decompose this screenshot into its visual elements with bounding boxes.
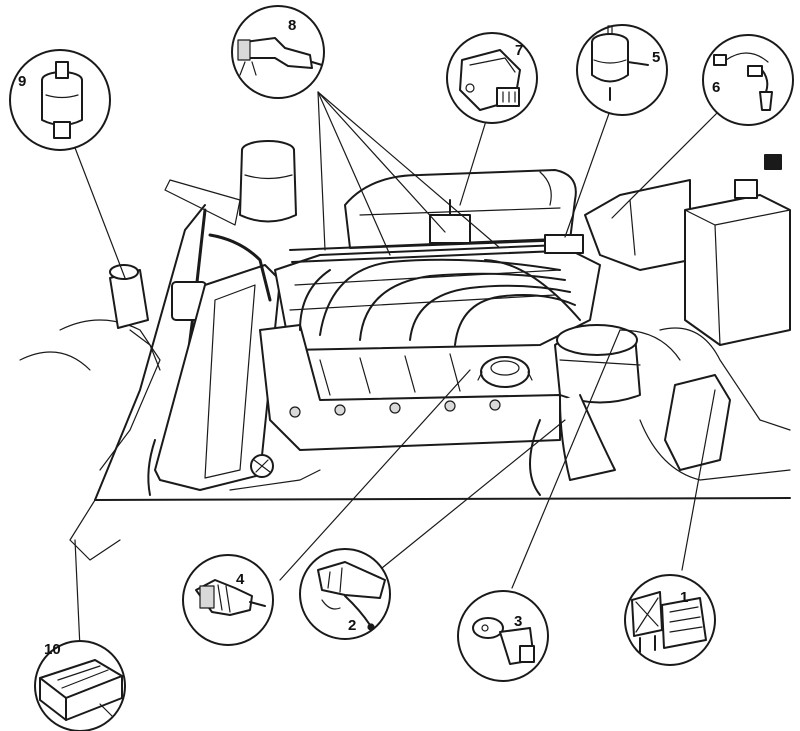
- intake-plenum: [344, 169, 691, 271]
- callout-5: 5: [576, 24, 668, 116]
- callout-9: 9: [9, 49, 111, 151]
- distributor: [554, 324, 681, 481]
- oil-pressure-switch-installed: [109, 264, 161, 371]
- callout-10: 10: [34, 640, 126, 731]
- callout-7: 7: [446, 32, 538, 124]
- ignition-leads: [299, 258, 581, 346]
- engine-bay-illustration: [19, 140, 791, 561]
- callout-6: 6: [702, 34, 794, 126]
- callout-7-label: 7: [515, 42, 523, 59]
- callout-9-label: 9: [18, 73, 26, 90]
- callout-1-label: 1: [680, 589, 688, 606]
- coolant-reservoir: [164, 140, 297, 226]
- callout-4: 4: [182, 554, 274, 646]
- callout-8-label: 8: [288, 17, 296, 34]
- leader-lines: [71, 91, 726, 649]
- callout-6-label: 6: [712, 79, 720, 96]
- oil-filler-cap: [477, 356, 533, 388]
- callout-4-label: 4: [236, 571, 245, 588]
- callout-3-label: 3: [514, 613, 522, 630]
- callout-1: 1: [624, 574, 716, 666]
- callout-3: 3: [457, 590, 549, 682]
- callout-8: 8: [231, 5, 325, 99]
- callout-10-label: 10: [44, 641, 61, 658]
- callout-2: 2: [299, 548, 391, 640]
- timing-belt-cover: [154, 264, 281, 491]
- callout-2-label: 2: [348, 617, 356, 634]
- callout-5-label: 5: [652, 49, 660, 66]
- battery: [684, 154, 791, 346]
